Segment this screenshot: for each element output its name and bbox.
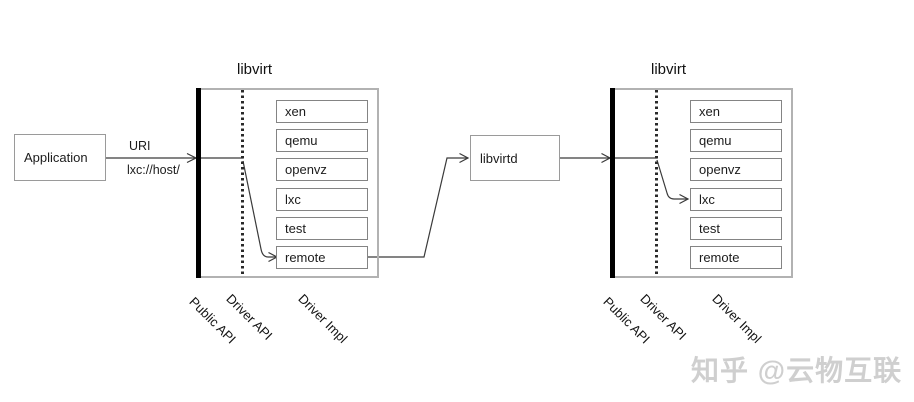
libvirt-title-right: libvirt <box>651 61 687 78</box>
driver-api-to-remote-line <box>242 160 277 258</box>
libvirtd-label: libvirtd <box>480 150 518 166</box>
libvirtd-box: libvirtd <box>470 135 560 181</box>
driver-box-xen: xen <box>690 100 782 123</box>
driver-box-remote: remote <box>276 246 368 269</box>
driver-api-divider <box>241 90 244 276</box>
driver-box-qemu: qemu <box>276 129 368 152</box>
zhihu-watermark: 知乎 @云物互联 <box>691 355 903 386</box>
driver-box-openvz: openvz <box>276 158 368 181</box>
public-api-bar <box>196 88 201 278</box>
driver-box-remote: remote <box>690 246 782 269</box>
driver-box-qemu: qemu <box>690 129 782 152</box>
driver-box-xen: xen <box>276 100 368 123</box>
uri-value-label: lxc://host/ <box>127 163 180 177</box>
libvirt-stack-right: xen qemu openvz lxc test remote <box>610 88 793 278</box>
public-api-bar <box>610 88 615 278</box>
driver-box-lxc: lxc <box>276 188 368 211</box>
application-label: Application <box>24 150 88 165</box>
driver-api-divider <box>655 90 658 276</box>
arrowhead <box>679 193 690 205</box>
uri-label: URI <box>129 139 151 153</box>
libvirt-stack-left: xen qemu openvz lxc test remote <box>196 88 379 278</box>
remote-to-libvirtd-line <box>368 157 468 258</box>
driver-box-test: test <box>276 217 368 240</box>
arrowhead <box>459 152 470 164</box>
application-box: Application <box>14 134 106 181</box>
driver-box-openvz: openvz <box>690 158 782 181</box>
driver-api-to-lxc-line <box>656 159 688 200</box>
libvirt-title-left: libvirt <box>237 61 273 78</box>
driver-box-test: test <box>690 217 782 240</box>
driver-box-lxc: lxc <box>690 188 782 211</box>
